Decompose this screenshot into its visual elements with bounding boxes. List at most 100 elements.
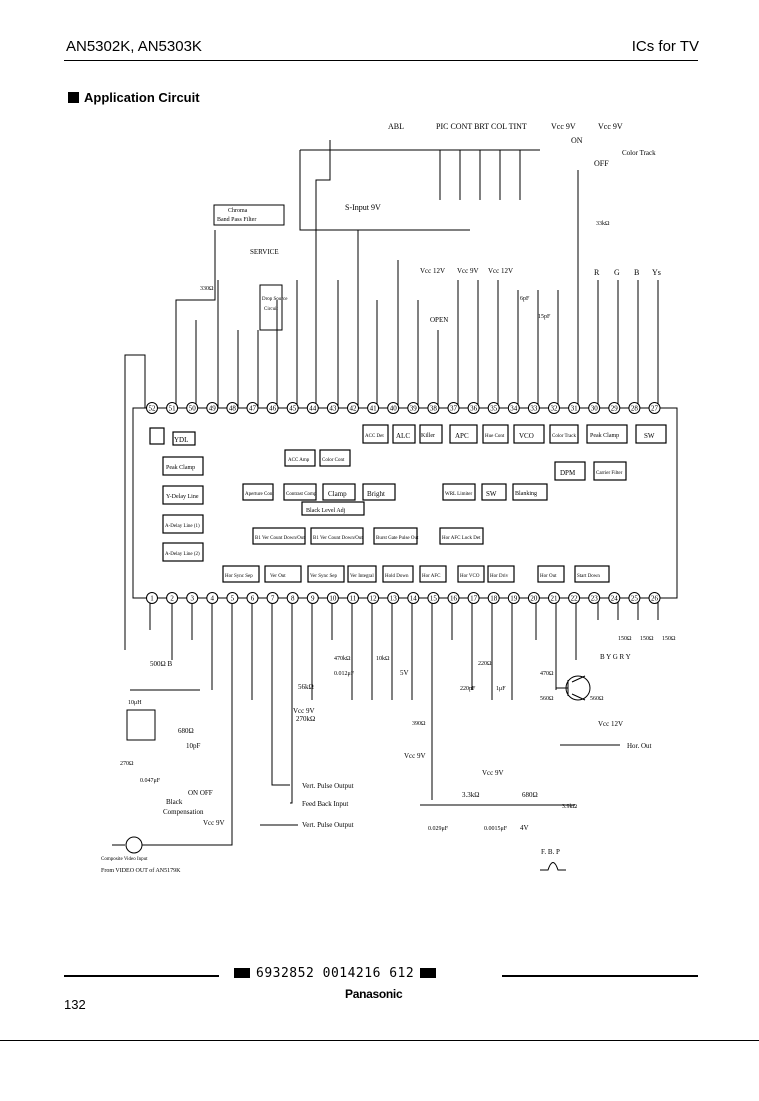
bottom-pin-circle (306, 592, 319, 604)
ic-body-outline (132, 407, 678, 599)
blk-black-level: Black Level Adj (306, 508, 346, 514)
block-a-delay-1 (162, 514, 204, 534)
blk-hor-afc: Hor AFC (422, 574, 441, 579)
bottom-pin-circle (548, 592, 560, 604)
footer-rule-left (64, 975, 219, 977)
label-vcc-9v-f: Vcc 9V (404, 752, 426, 760)
val-4v: 4V (520, 824, 529, 832)
block-alc (392, 424, 416, 444)
bottom-pin-circle (166, 592, 179, 604)
bottom-pin-circle (266, 592, 279, 604)
top-pin-number: 46 (269, 405, 277, 413)
top-pin-circle (367, 402, 380, 414)
top-pin-number: 48 (229, 405, 237, 413)
blk-hor-sync-sep: Hor Sync Sep (225, 574, 253, 579)
barcode-text: 6932852 0014216 612 (256, 966, 415, 981)
blk-hor-out: Hor Out (540, 574, 557, 579)
val-560-2: 560Ω (590, 696, 604, 702)
block-vco (513, 424, 545, 444)
top-pin-number: 27 (651, 405, 659, 413)
top-pin-number: 28 (631, 405, 639, 413)
bottom-pin-number: 14 (410, 595, 418, 603)
val-680: 680Ω (178, 727, 194, 735)
block-color-cont (319, 449, 351, 467)
block-acc-amp (284, 449, 316, 467)
val-5v: 5V (400, 669, 409, 677)
top-pin-circle (226, 402, 239, 414)
bottom-pin-circle (648, 592, 661, 604)
blk-peak-clamp-2: Peak Clamp (590, 433, 619, 439)
label-composite-1: Composite Video Input (101, 857, 148, 862)
top-pin-number: 39 (410, 405, 418, 413)
blk-aperture: Aperture Cont (245, 492, 274, 497)
blk-hue-cont: Hue Cont (485, 434, 505, 439)
bottom-pin-number: 1 (150, 595, 154, 603)
top-pin-number: 50 (189, 405, 197, 413)
bottom-pin-circle (467, 592, 480, 604)
blk-hor-driv: Hor Driv (490, 574, 509, 579)
val-500b: 500Ω B (150, 660, 172, 668)
block-hor-afc (419, 565, 447, 583)
block-carrier-filter (593, 461, 627, 481)
top-pin-number: 37 (450, 405, 458, 413)
top-pin-circle (306, 402, 319, 414)
label-vcc-9v-e: Vcc 9V (293, 707, 315, 715)
section-heading: Application Circuit (68, 90, 200, 105)
label-vcc-9v-b: Vcc 9V (598, 122, 623, 131)
val-6pf: 6pF (520, 296, 530, 302)
blk-color-track: Color Track (552, 434, 577, 439)
bottom-pin-number: 16 (450, 595, 458, 603)
bottom-pin-circle (568, 592, 581, 604)
label-off: OFF (594, 159, 609, 168)
blk-dpm: DPM (560, 469, 576, 477)
blk-ver-sync-sep: Ver Sync Sep (310, 574, 337, 579)
block-y-delay-line (162, 485, 204, 505)
top-pin-circle (186, 402, 199, 414)
bottom-pin-circle (507, 592, 520, 604)
header-part-number: AN5302K, AN5303K (66, 38, 202, 55)
block-wrl-limiter (442, 483, 476, 501)
top-pin-circle (588, 402, 601, 414)
top-pin-circle (427, 402, 440, 414)
block-color-track (549, 424, 579, 444)
label-r: R (594, 268, 600, 277)
val-0012: 0.012μF (334, 671, 355, 677)
label-black-comp-2: Compensation (163, 808, 204, 816)
bottom-pin-circle (347, 592, 359, 604)
top-pin-circle (628, 402, 641, 414)
bottom-pin-number: 20 (530, 595, 538, 603)
blk-vco: VCO (519, 432, 534, 440)
bottom-pin-circle (387, 592, 400, 604)
label-vcc-12v-b: Vcc 12V (488, 267, 513, 275)
val-33k: 3.3kΩ (462, 791, 479, 799)
bottom-pin-number: 26 (651, 595, 659, 603)
blk-ver-out: Ver Out (270, 574, 286, 579)
blk-acc-det: ACC Det (365, 434, 384, 439)
block-hue-cont (482, 424, 509, 444)
blk-wrl: WRL Limiter (445, 492, 473, 497)
blk-sw: SW (644, 432, 655, 440)
top-pin-circle (347, 402, 359, 414)
footer-barcode: 6932852 0014216 612 (228, 966, 442, 981)
blk-color-cont: Color Cont (322, 458, 345, 463)
val-10pf: 10pF (186, 742, 201, 750)
val-10uh: 10μH (128, 700, 142, 706)
top-pin-circle (166, 402, 179, 414)
top-pin-circle (206, 402, 219, 414)
top-pin-circle (608, 402, 621, 414)
label-vcc-9v-d: Vcc 9V (203, 819, 225, 827)
top-pin-number: 33 (530, 405, 538, 413)
blk-a-delay-2: A-Delay Line (2) (165, 552, 200, 557)
block-ver-out (264, 565, 302, 583)
val-330: 330Ω (200, 286, 214, 292)
top-pin-number: 47 (249, 405, 257, 413)
block-bright (362, 483, 396, 501)
bottom-pin-circle (588, 592, 601, 604)
top-pin-circle (507, 402, 520, 414)
blk-hold-down: Hold Down (385, 574, 409, 579)
top-pin-number: 31 (571, 405, 579, 413)
bottom-pin-circle (326, 592, 339, 604)
label-dropout-1: Drop Source (262, 297, 288, 302)
